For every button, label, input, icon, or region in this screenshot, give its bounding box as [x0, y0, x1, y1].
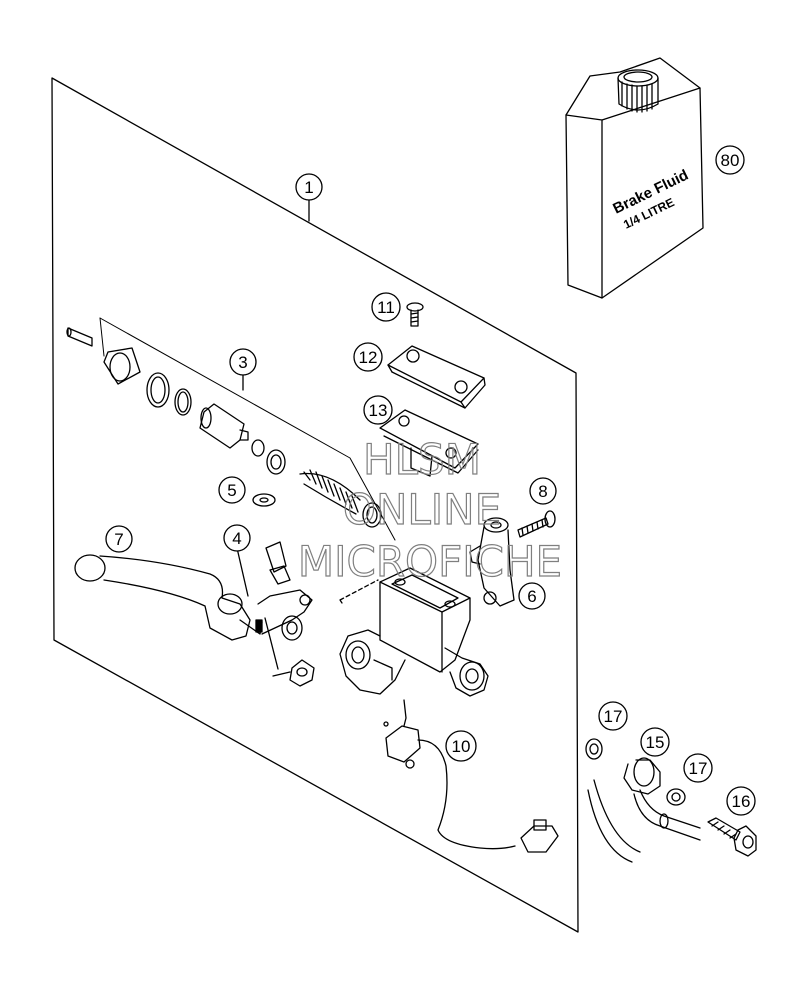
svg-text:13: 13 — [369, 401, 388, 420]
callout-15: 15 — [640, 727, 670, 757]
callout-12: 12 — [353, 342, 383, 372]
svg-text:8: 8 — [538, 482, 547, 501]
callout-11: 11 — [371, 292, 401, 322]
assembly-frame — [51, 77, 579, 933]
callout-4: 4 — [223, 524, 251, 552]
callout-6: 6 — [518, 582, 546, 610]
brake-fluid-can — [565, 57, 704, 299]
svg-text:11: 11 — [377, 298, 395, 317]
svg-text:15: 15 — [646, 733, 665, 752]
callout-8: 8 — [529, 477, 557, 505]
callout-3: 3 — [229, 348, 257, 376]
part-13-diaphragm — [379, 409, 479, 477]
part-3-piston-kit — [66, 327, 382, 528]
part-17-washer-b — [666, 788, 686, 806]
part-17-washer-a — [585, 738, 603, 760]
callout-16: 16 — [726, 786, 756, 816]
svg-text:3: 3 — [238, 353, 247, 372]
master-cylinder-body — [339, 567, 489, 697]
part-12-cap — [387, 345, 486, 409]
svg-text:7: 7 — [114, 530, 123, 549]
part-5-washer — [252, 493, 276, 507]
callout-17-lower: 17 — [683, 753, 713, 783]
part-6-fitting — [469, 517, 515, 607]
svg-text:10: 10 — [452, 737, 471, 756]
callout-13: 13 — [363, 395, 393, 425]
subgroup-frame-left — [99, 317, 105, 357]
svg-text:17: 17 — [604, 707, 623, 726]
part-10-brake-switch — [383, 699, 559, 853]
svg-text:1: 1 — [304, 178, 313, 197]
callout-5: 5 — [218, 476, 246, 504]
part-11-screw — [406, 302, 424, 327]
subgroup-frame — [99, 317, 396, 541]
part-16-banjo-bolt — [707, 817, 757, 857]
svg-text:12: 12 — [359, 348, 378, 367]
svg-text:80: 80 — [721, 151, 740, 170]
part-7-lever — [74, 554, 313, 641]
callout-17-upper: 17 — [598, 701, 628, 731]
svg-text:6: 6 — [527, 587, 536, 606]
callout-10: 10 — [445, 730, 477, 762]
callout-1: 1 — [295, 173, 323, 201]
svg-text:17: 17 — [689, 759, 708, 778]
part-4-pivot-bolt — [265, 541, 315, 687]
callout-80: 80 — [715, 145, 745, 175]
svg-text:16: 16 — [732, 792, 751, 811]
watermark: HLSM ONLINE MICROFICHE — [297, 434, 562, 586]
svg-text:MICROFICHE: MICROFICHE — [298, 537, 562, 586]
part-15-hose — [587, 757, 701, 863]
part-8-bolt — [517, 510, 556, 538]
svg-text:HLSM: HLSM — [363, 435, 481, 484]
svg-text:ONLINE: ONLINE — [343, 485, 501, 534]
callout-7: 7 — [105, 525, 133, 553]
svg-text:4: 4 — [232, 529, 241, 548]
svg-text:5: 5 — [227, 481, 236, 500]
